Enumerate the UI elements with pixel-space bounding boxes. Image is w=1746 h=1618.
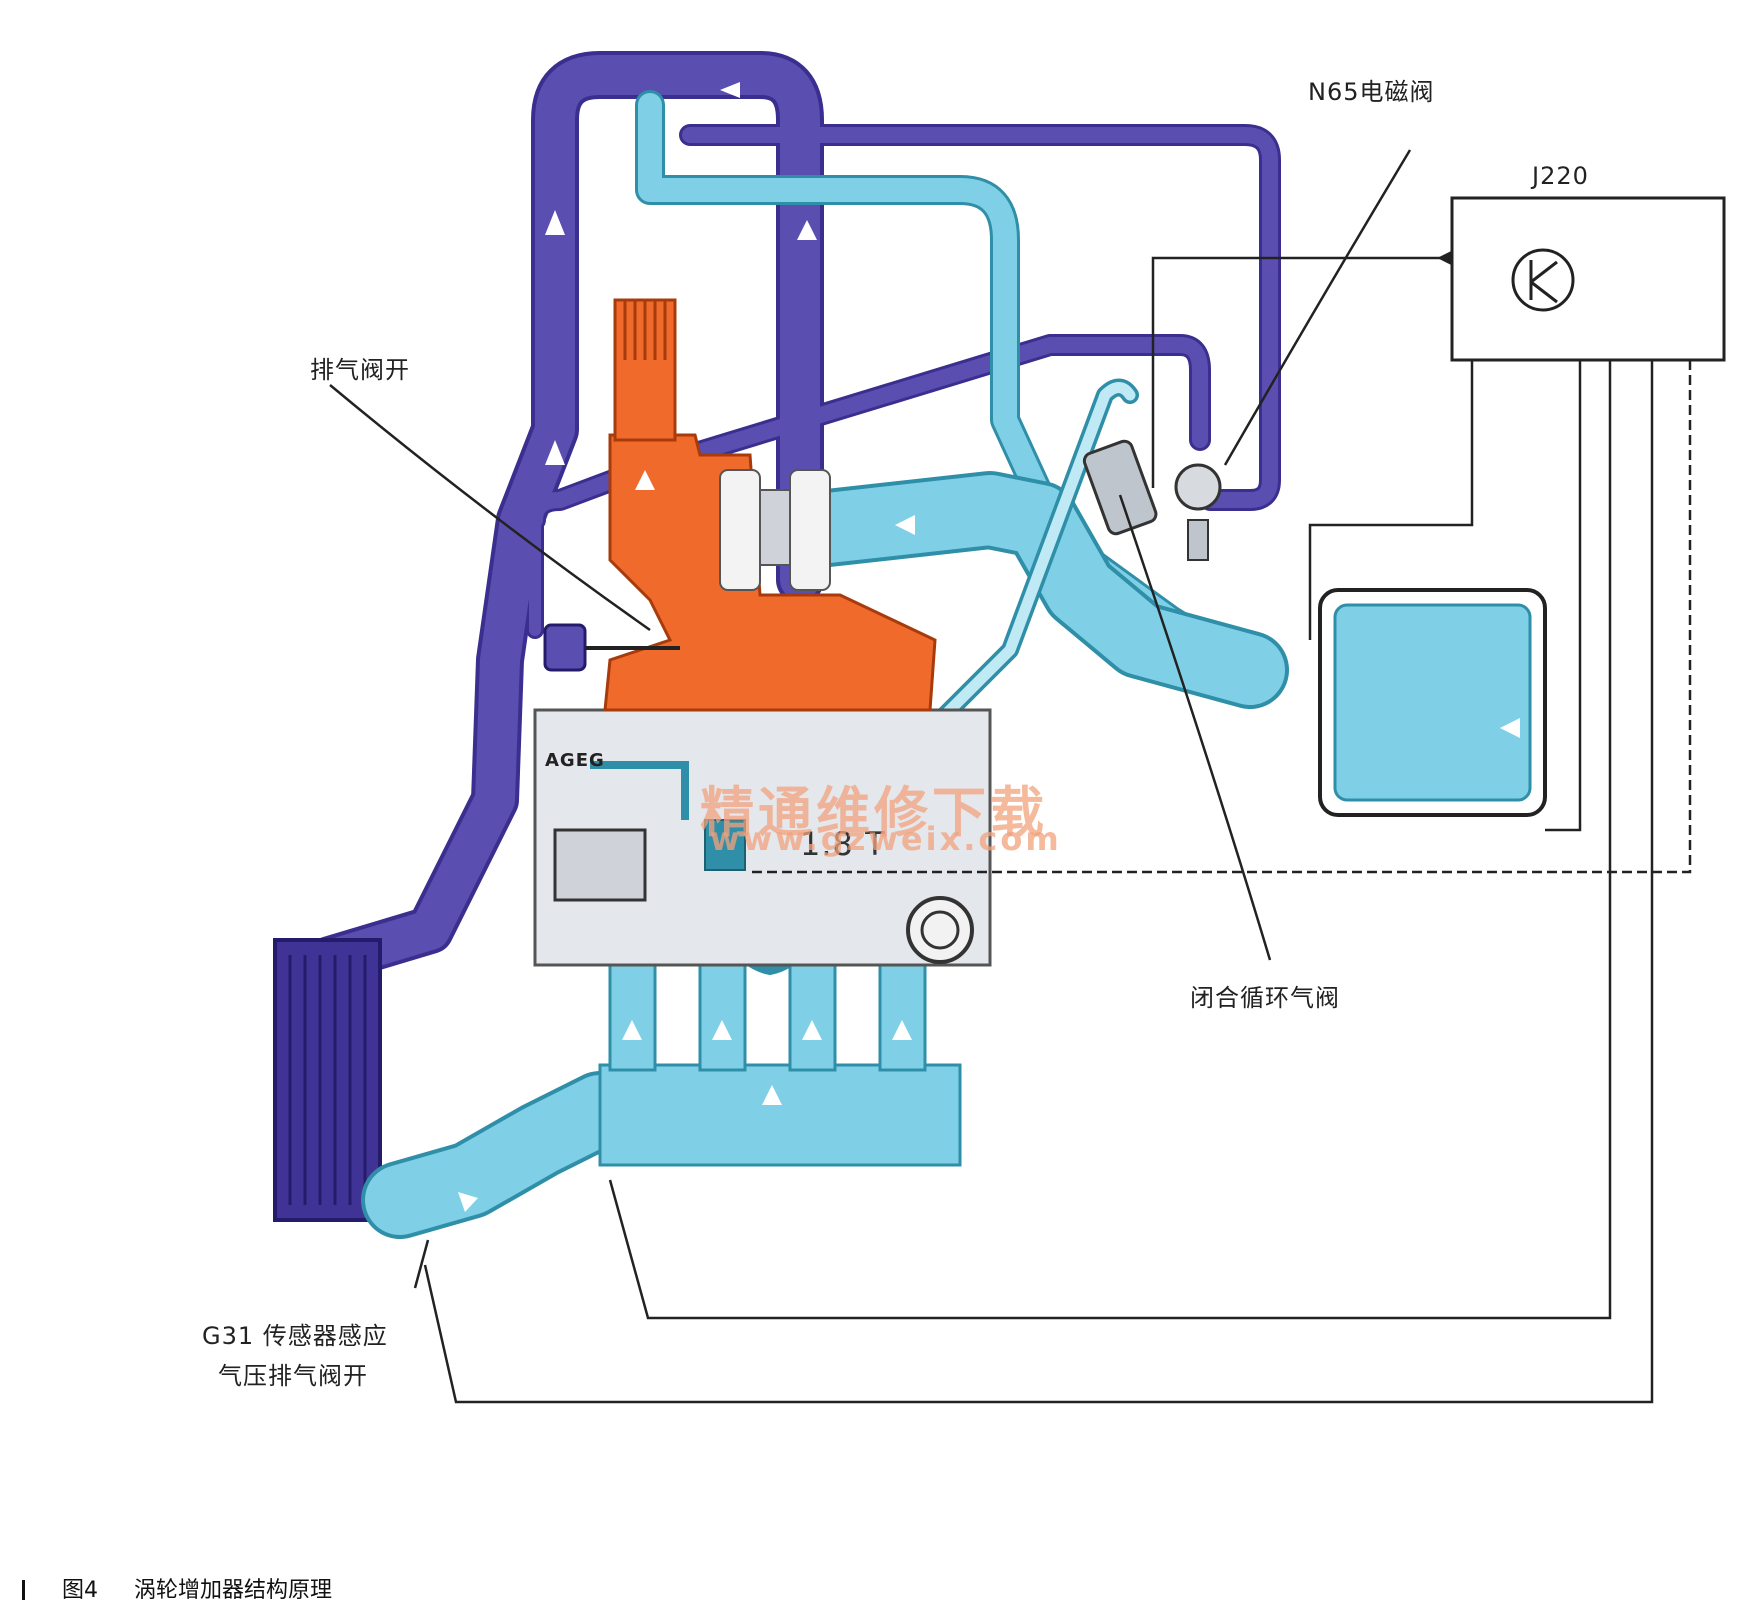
figure-caption: 图4 涡轮增加器结构原理 — [22, 1572, 332, 1604]
signal-wires — [329, 149, 1692, 1404]
g31-sensor-label-line1: G31 传感器感应 — [202, 1322, 388, 1350]
flow-arrows — [458, 82, 1520, 1212]
figure-number: 图4 — [62, 1578, 98, 1603]
recirc-valve — [1082, 439, 1158, 536]
pressure-pipes-fill — [310, 55, 1278, 980]
intake-manifold — [598, 958, 962, 1167]
akg-label: AGEG — [545, 750, 605, 771]
n65-label: N65电磁阀 — [1308, 78, 1435, 106]
intake-pipes — [361, 90, 1289, 1239]
air-filter — [1318, 588, 1547, 817]
watermark-title: 精通维修下载 — [700, 781, 1048, 844]
j220-label: J220 — [1532, 162, 1589, 190]
n65-valve — [1174, 463, 1222, 561]
closed-recirc-valve-label: 闭合循环气阀 — [1190, 984, 1340, 1012]
waste-gate-open-label: 排气阀开 — [310, 356, 410, 384]
figure-title: 涡轮增加器结构原理 — [134, 1578, 333, 1603]
turbocharger — [543, 298, 937, 712]
intercooler — [273, 938, 382, 1222]
engine-block — [533, 708, 992, 967]
g31-sensor-label-line2: 气压排气阀开 — [218, 1362, 368, 1390]
watermark-url: www.gzweix.com — [710, 820, 1062, 858]
caption-bar — [22, 1580, 25, 1600]
engine-label: 1.8 T — [800, 825, 886, 863]
j220-control-unit — [1450, 196, 1726, 362]
